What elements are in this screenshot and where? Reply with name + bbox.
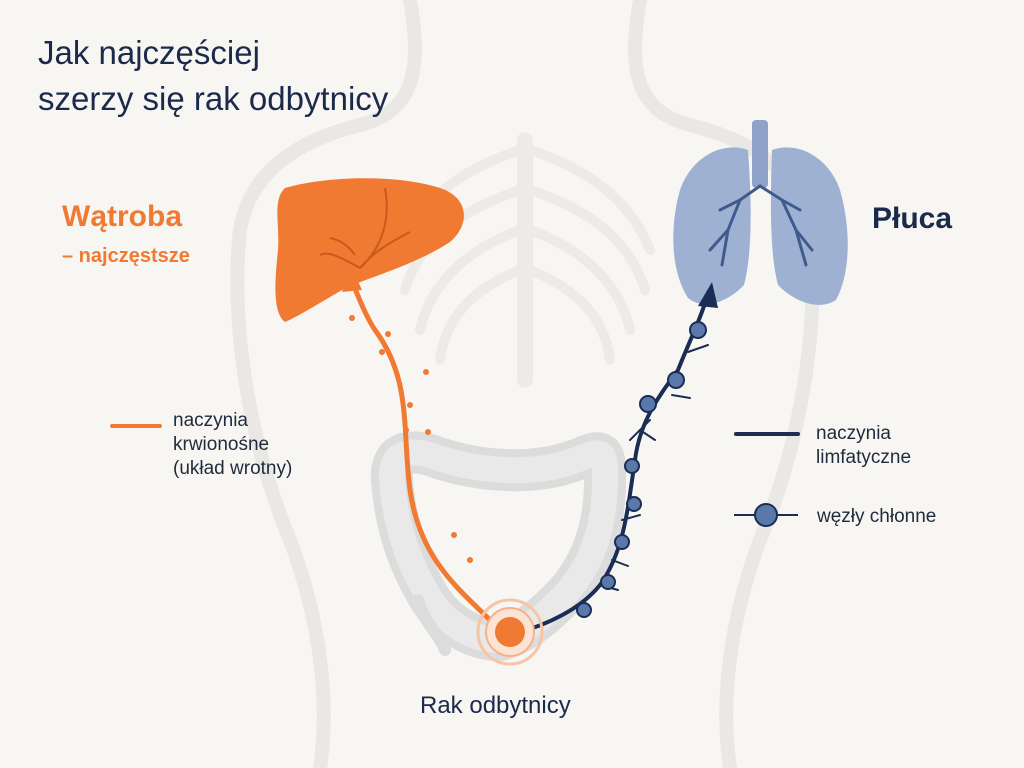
legend-lymph-nodes: węzły chłonne [817, 506, 937, 527]
ribcage-icon [395, 132, 655, 388]
legend-blood-vessels: naczynia krwionośne (układ wrotny) [173, 409, 343, 481]
lungs-icon [673, 120, 848, 305]
liver-label: Wątroba [62, 200, 182, 233]
legend-lymph-node-symbol [734, 503, 798, 527]
arrow-to-liver-icon [342, 268, 362, 292]
legend-lymph-line-1: naczynia [816, 423, 891, 444]
legend-lymph-line-2: limfatyczne [816, 447, 912, 468]
lymph-branches [599, 344, 709, 591]
blood-dots [349, 315, 473, 563]
legend-blood-line-2: krwionośne [173, 434, 270, 455]
title-line-1: Jak najczęściej [38, 34, 260, 71]
legend-lymph-vessels: naczynia limfatyczne [816, 422, 996, 470]
title-line-2: szerzy się rak odbytnicy [38, 80, 389, 117]
legend-blood-line-1: naczynia [173, 410, 248, 431]
tumor-label: Rak odbytnicy [420, 692, 571, 719]
liver-icon [275, 178, 464, 322]
liver-sublabel: – najczęstsze [62, 245, 190, 267]
arrow-to-lungs-icon [698, 282, 718, 308]
colon-icon [370, 431, 627, 661]
blood-vessel-path [342, 268, 493, 623]
lungs-label: Płuca [872, 202, 953, 235]
legend-blood-line-3: (układ wrotny) [173, 458, 293, 479]
page-title: Jak najczęściej szerzy się rak odbytnicy [38, 30, 518, 122]
lymph-node-icon [576, 321, 707, 618]
tumor-icon [476, 598, 544, 666]
lymph-vessel-path [518, 282, 718, 634]
